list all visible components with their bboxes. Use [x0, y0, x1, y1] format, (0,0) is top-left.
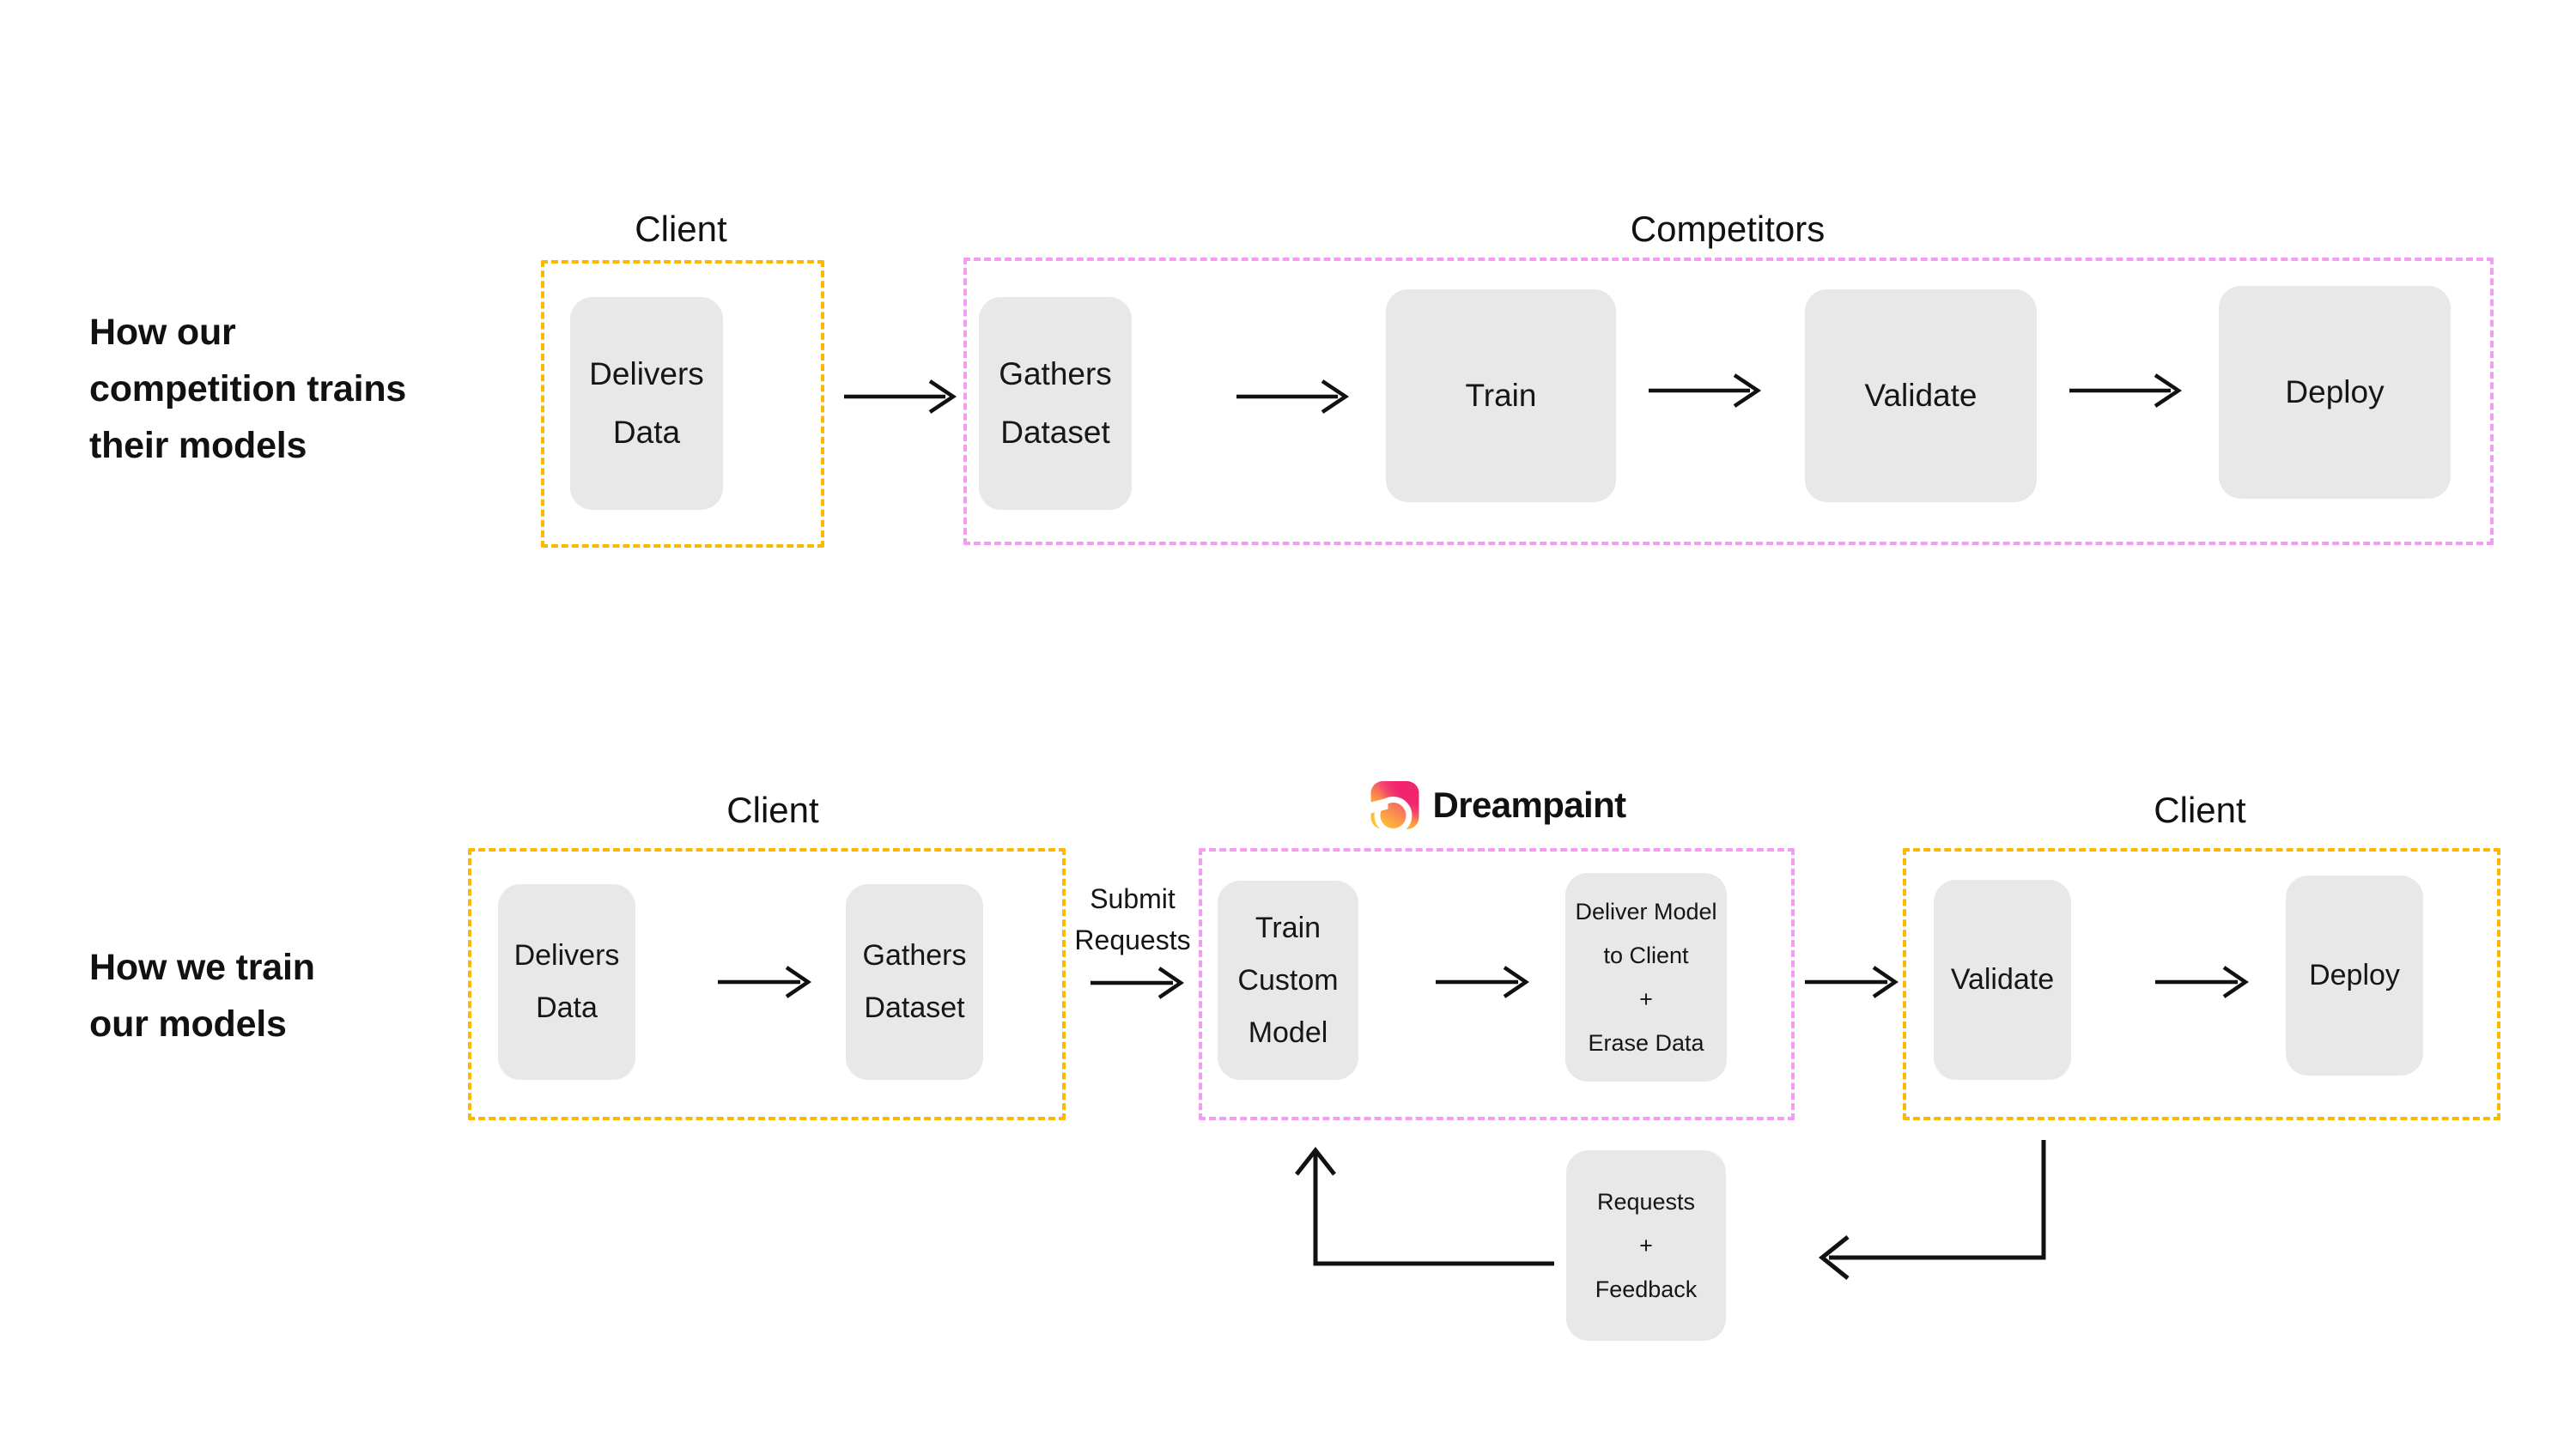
node-deploy-bottom: Deploy [2286, 876, 2423, 1076]
group-title-client-top: Client [635, 209, 727, 249]
brand-dreampaint: Dreampaint [1370, 781, 1626, 829]
arrow-right-icon [1091, 967, 1185, 999]
group-frame-client-left [468, 848, 1066, 1120]
node-validate-top: Validate [1805, 289, 2037, 502]
edge-label-submit-requests: Submit Requests [1074, 883, 1191, 955]
node-line: Train [1255, 911, 1321, 944]
node-line: Delivers [513, 939, 620, 972]
node-gathers-dataset-bottom: Gathers Dataset [846, 884, 983, 1080]
arrow-feedback-up-icon [1295, 1146, 1554, 1277]
node-line: Data [612, 415, 681, 450]
row-label-competition: How our competition trains their models [89, 312, 407, 466]
group-frame-competitors [963, 258, 2494, 545]
group-title-client-left: Client [726, 790, 819, 830]
group-frame-dreampaint [1199, 848, 1795, 1120]
node-line: Dataset [864, 991, 965, 1024]
group-title-client-right: Client [2154, 790, 2246, 830]
arrow-right-icon [1805, 966, 1899, 998]
node-train-top: Train [1386, 289, 1616, 502]
node-delivers-data-top: Delivers Data [570, 297, 723, 510]
arrow-right-icon [844, 379, 957, 414]
arrow-right-icon [1649, 373, 1762, 408]
group-frame-client-top [541, 260, 824, 548]
node-delivers-data-bottom: Delivers Data [498, 884, 635, 1080]
group-title-competitors: Competitors [1630, 209, 1826, 249]
node-line: + [1639, 985, 1653, 1012]
node-line: Gathers [999, 356, 1112, 391]
arrow-feedback-return-icon [1795, 1140, 2052, 1303]
node-line: Custom [1237, 963, 1339, 997]
node-requests-feedback: Requests + Feedback [1566, 1150, 1726, 1341]
arrow-right-icon [1436, 966, 1530, 998]
row-label-dreampaint: How we train our models [89, 947, 315, 1045]
node-gathers-dataset-top: Gathers Dataset [979, 297, 1132, 510]
arrow-right-icon [2069, 373, 2183, 408]
node-line: Requests [1596, 1188, 1696, 1215]
node-line: Deploy [2285, 374, 2385, 409]
node-line: Validate [1864, 378, 1978, 413]
arrow-right-icon [1236, 379, 1350, 414]
node-line: Model [1248, 1016, 1328, 1049]
node-line: to Client [1603, 942, 1689, 968]
node-train-custom-model: Train Custom Model [1218, 881, 1358, 1080]
node-line: Dataset [1000, 415, 1110, 450]
brand-name: Dreampaint [1432, 785, 1626, 825]
group-frame-client-right [1903, 848, 2500, 1120]
node-line: Delivers [589, 356, 704, 391]
node-line: Train [1465, 378, 1537, 413]
dreampaint-logo-icon [1370, 781, 1419, 829]
node-deliver-model-erase-data: Deliver Model to Client + Erase Data [1565, 873, 1727, 1082]
node-deploy-top: Deploy [2219, 286, 2451, 499]
node-line: Deploy [2309, 959, 2400, 991]
node-line: Deliver Model [1575, 898, 1717, 925]
node-line: + [1639, 1232, 1653, 1258]
node-line: Gathers [862, 939, 967, 972]
node-line: Validate [1950, 963, 2055, 996]
arrow-right-icon [718, 966, 812, 998]
arrow-right-icon [2155, 966, 2250, 998]
node-validate-bottom: Validate [1934, 880, 2071, 1080]
node-line: Erase Data [1588, 1029, 1704, 1056]
node-line: Feedback [1595, 1276, 1698, 1302]
node-line: Data [536, 991, 598, 1024]
